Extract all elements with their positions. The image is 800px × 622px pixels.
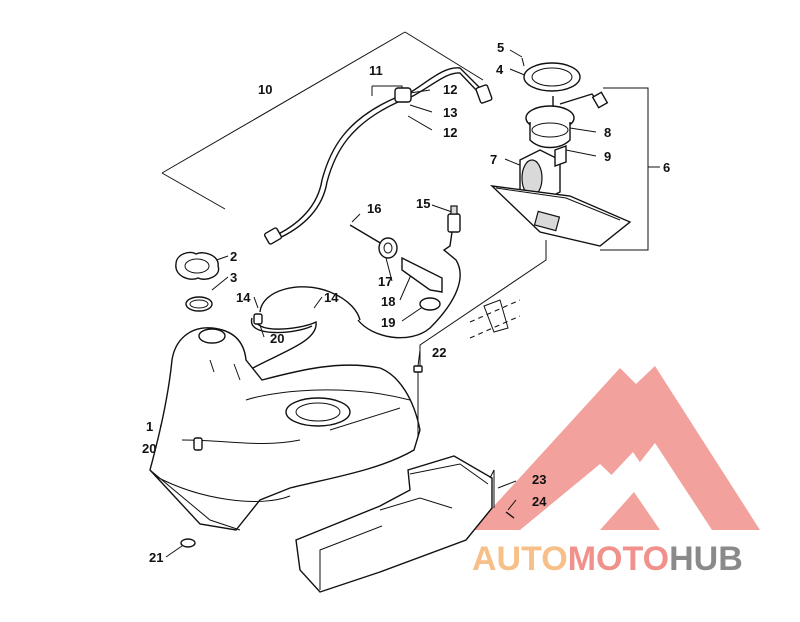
- tank-support: [295, 455, 515, 593]
- callout-14a: 14: [236, 290, 251, 305]
- emblem-core: [600, 492, 660, 530]
- callout-8: 8: [604, 125, 611, 140]
- callout-20a: 20: [270, 331, 284, 346]
- callout-24: 24: [532, 494, 547, 509]
- callout-19: 19: [381, 315, 395, 330]
- callout-2: 2: [230, 249, 237, 264]
- callout-10: 10: [258, 82, 272, 97]
- callout-7: 7: [490, 152, 497, 167]
- callout-21: 21: [149, 550, 163, 565]
- callout-labels: 1 2 3 4 5 6 7 8 9 10 11 12 13 12 14 14 1…: [142, 40, 670, 565]
- watermark-wordmark: AUTOMOTOHUB: [472, 540, 743, 578]
- callout-1: 1: [146, 419, 153, 434]
- callout-12a: 12: [443, 82, 457, 97]
- emblem-inner-triangle: [560, 452, 686, 530]
- callout-15: 15: [416, 196, 430, 211]
- callout-11: 11: [369, 63, 383, 78]
- fuel-tank: [149, 313, 423, 548]
- callout-5: 5: [497, 40, 504, 55]
- callout-17: 17: [378, 274, 392, 289]
- callout-6: 6: [663, 160, 670, 175]
- callout-13: 13: [443, 105, 457, 120]
- callout-22: 22: [432, 345, 446, 360]
- callout-16: 16: [367, 201, 381, 216]
- fuel-pump-assembly: [489, 57, 632, 247]
- vent-hose-assembly: [263, 67, 493, 245]
- filler-cap-group: [175, 251, 220, 312]
- emblem-outer-triangle: [472, 366, 760, 530]
- watermark-part3: HUB: [669, 540, 743, 578]
- watermark-part1: AUTO: [472, 540, 568, 578]
- callout-9: 9: [604, 149, 611, 164]
- callout-4: 4: [496, 62, 504, 77]
- callout-14b: 14: [324, 290, 339, 305]
- watermark-text: AUTOMOTOHUB: [472, 540, 743, 578]
- sensor-clip-group: [349, 205, 521, 339]
- callout-12b: 12: [443, 125, 457, 140]
- callout-18: 18: [381, 294, 395, 309]
- callout-3: 3: [230, 270, 237, 285]
- watermark-part2: MOTO: [568, 540, 669, 578]
- callout-23: 23: [532, 472, 546, 487]
- watermark-emblem: [472, 366, 760, 530]
- callout-20b: 20: [142, 441, 156, 456]
